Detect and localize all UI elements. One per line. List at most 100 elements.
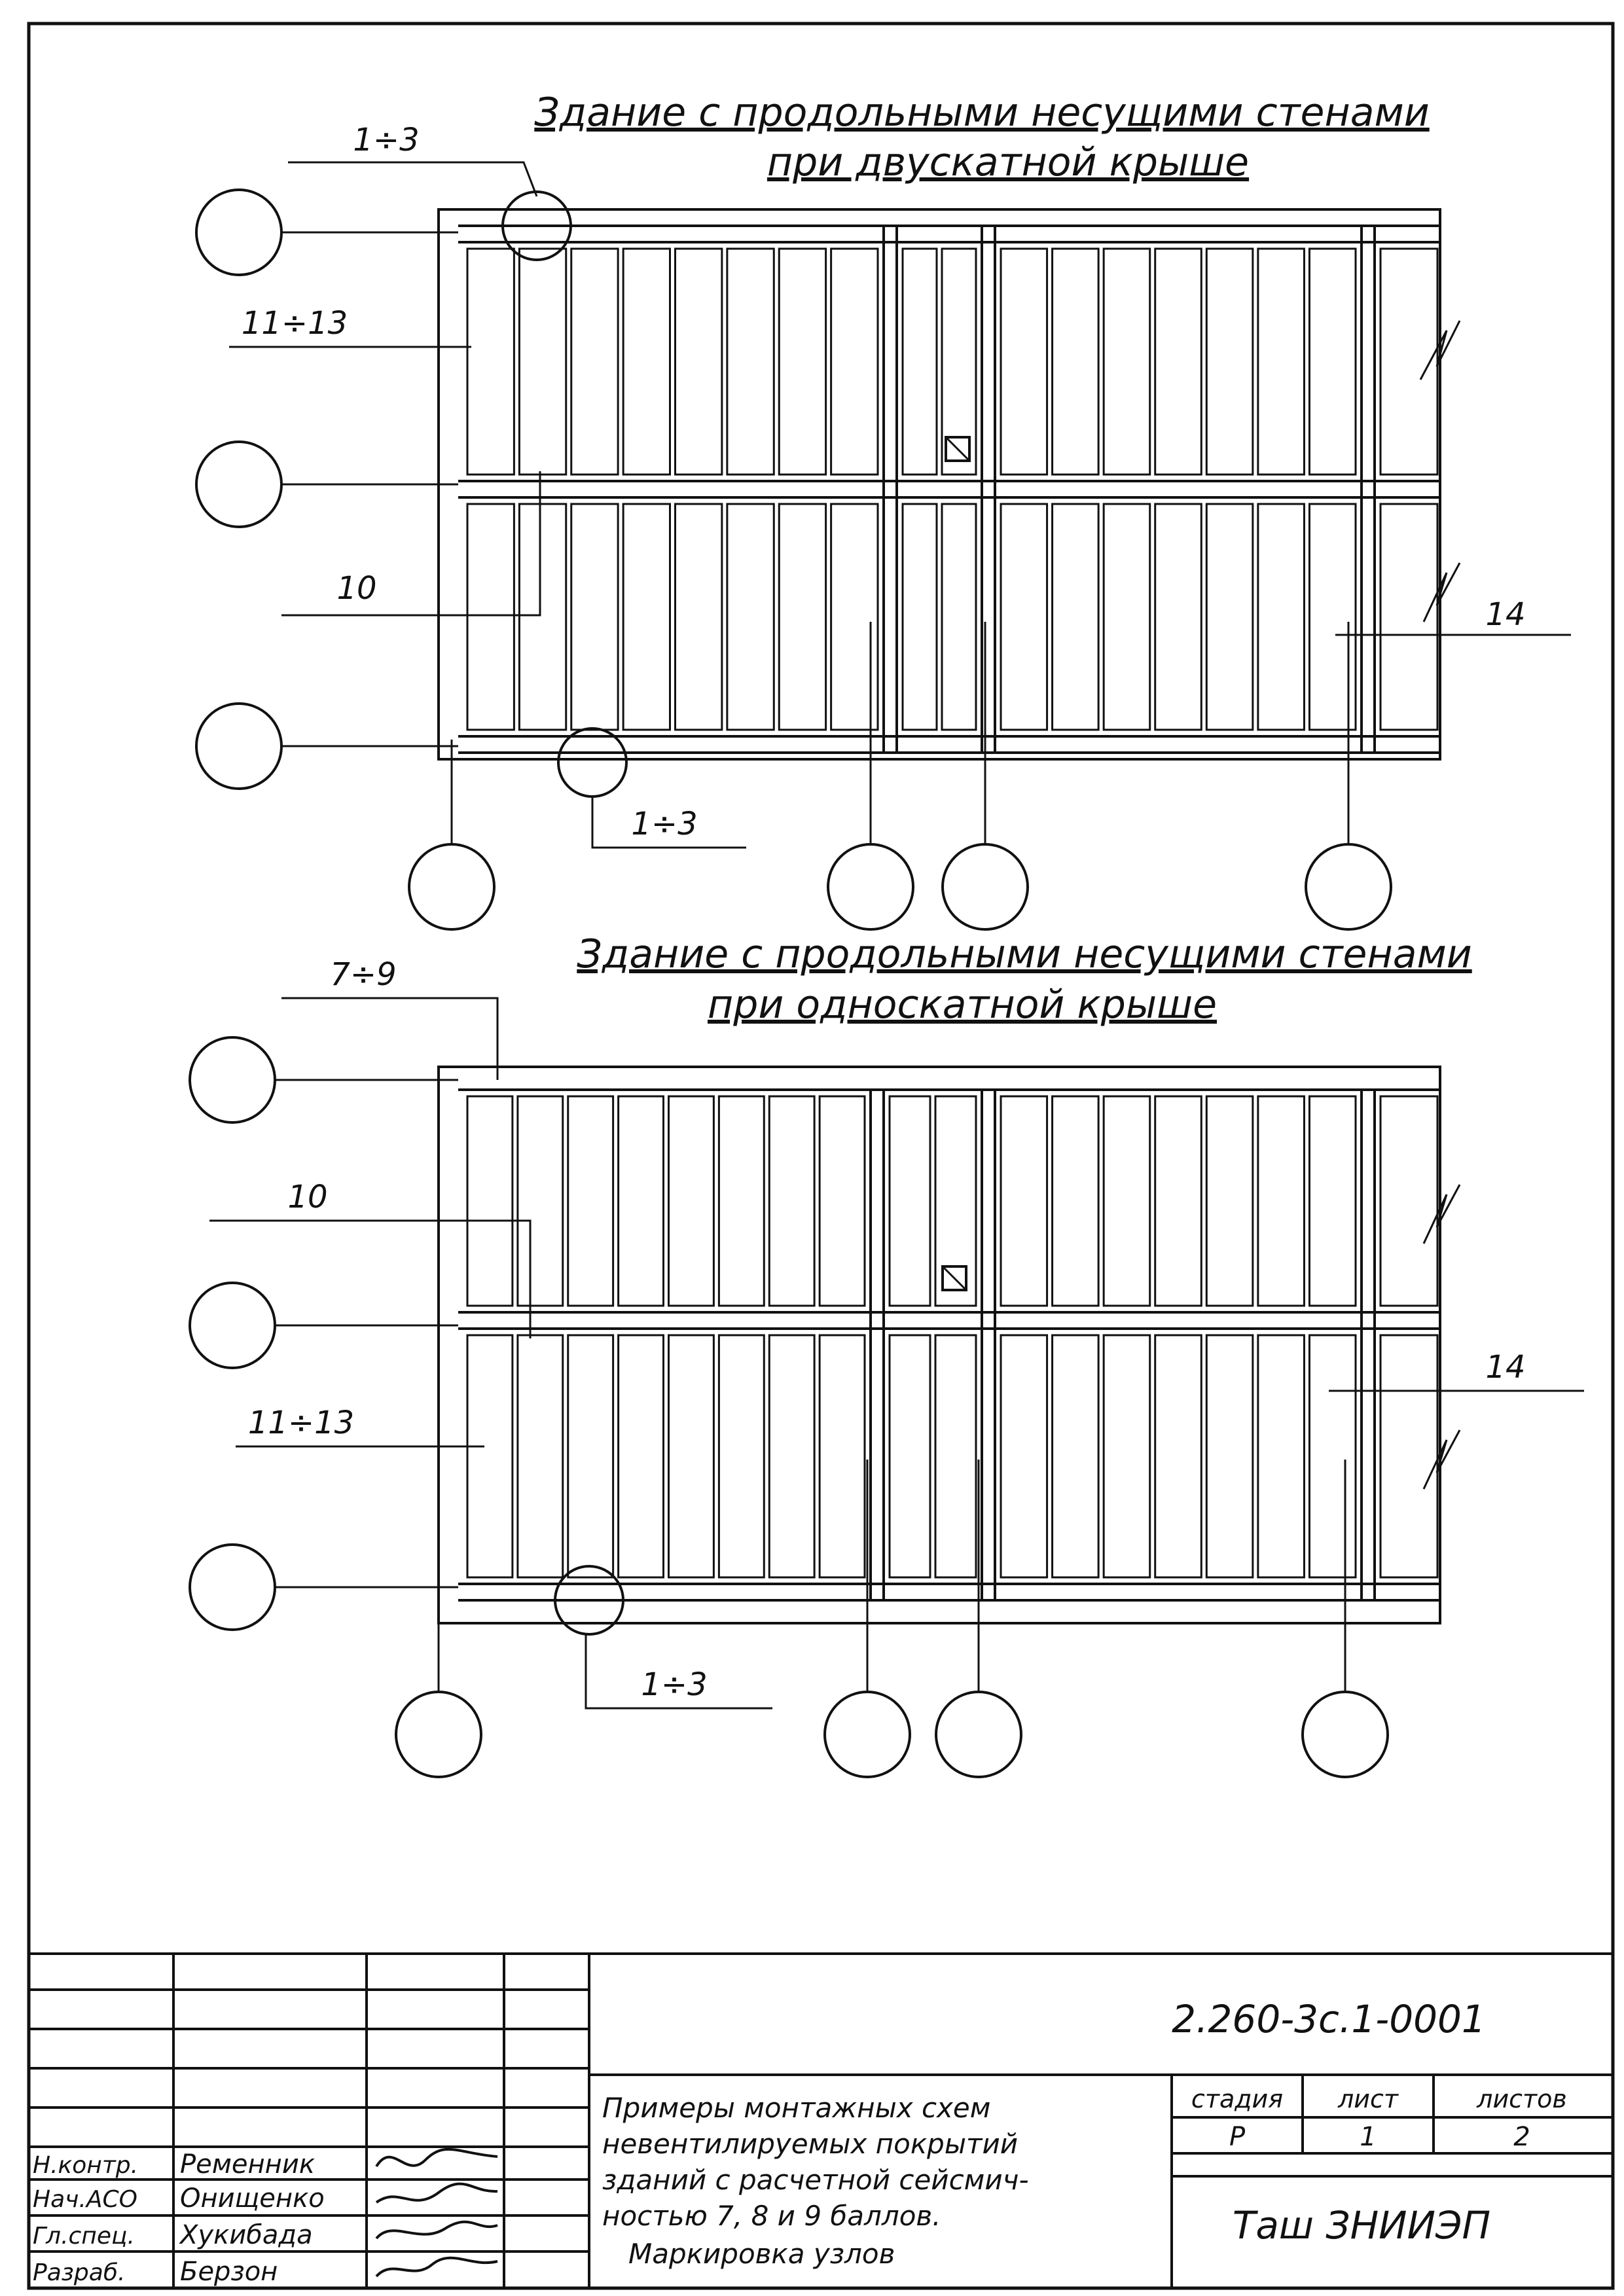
axis-bubble — [195, 440, 283, 528]
roof-panel — [567, 1334, 615, 1579]
roof-panel — [818, 1334, 866, 1579]
roof-hatch-opening — [941, 1265, 967, 1291]
axis-bubble — [1305, 843, 1392, 931]
sheets-value: 2 — [1513, 2122, 1530, 2152]
leader-line — [281, 471, 541, 617]
description-line: невентилируемых покрытий — [602, 2128, 1018, 2160]
axis-bubble — [408, 843, 496, 931]
roof-panel — [1257, 1095, 1305, 1307]
roof-panel — [617, 1334, 664, 1579]
description-line: ностью 7, 8 и 9 баллов. — [602, 2200, 941, 2232]
sheets-header: листов — [1476, 2085, 1567, 2113]
node-circle — [554, 1565, 624, 1636]
axis-bubble — [823, 1691, 911, 1778]
roof-panel — [518, 247, 568, 476]
roof-panel — [768, 1334, 816, 1579]
roof-panel — [466, 503, 515, 731]
roof-panel — [717, 1095, 765, 1307]
leader-line — [585, 1633, 772, 1710]
roof-panel — [570, 503, 619, 731]
roof-panel — [941, 503, 977, 731]
plan-top: Здание с продольными несущими стенами пр… — [195, 90, 1571, 931]
signature — [375, 2147, 498, 2168]
signature — [375, 2182, 498, 2204]
stage-value: Р — [1229, 2122, 1246, 2152]
roof-panel — [567, 1095, 615, 1307]
leader-label: 10 — [287, 1179, 327, 1215]
roof-panel — [726, 247, 775, 476]
leader-line — [591, 795, 746, 849]
roof-panel — [1051, 1334, 1100, 1579]
roof-panel — [726, 503, 775, 731]
roof-panel — [1154, 247, 1202, 476]
roof-panel — [717, 1334, 765, 1579]
roof-panel — [1154, 1334, 1202, 1579]
plan-bottom: Здание с продольными несущими стенами пр… — [189, 931, 1584, 1778]
roof-panel — [941, 247, 977, 476]
roof-hatch-opening — [945, 436, 971, 462]
roof-panel — [1000, 1334, 1049, 1579]
role-name: Ременник — [180, 2149, 315, 2179]
sheet-frame — [27, 22, 1615, 2290]
node-circle — [501, 190, 572, 261]
sheet-value: 1 — [1360, 2122, 1376, 2152]
roof-panel — [1205, 247, 1254, 476]
roof-panel — [1308, 1095, 1357, 1307]
plan-bottom-title-line2: при односкатной крыше — [708, 982, 1217, 1028]
leader-line — [209, 1219, 532, 1338]
roof-panel — [466, 247, 515, 476]
roof-panel — [768, 1095, 816, 1307]
roof-panel — [1257, 503, 1305, 731]
roof-panel — [518, 503, 568, 731]
roof-panel — [570, 247, 619, 476]
roof-panel — [934, 1334, 977, 1579]
role-label: Нач.АСО — [33, 2186, 137, 2213]
plan-bottom-panels — [466, 1095, 1439, 1579]
leader-line — [281, 997, 499, 1080]
role-label: Н.контр. — [33, 2152, 138, 2179]
signature — [375, 2256, 498, 2278]
roof-panel — [1000, 247, 1049, 476]
roof-panel — [1205, 503, 1254, 731]
plan-top-title-line2: при двускатной крыше — [767, 139, 1249, 185]
description-line: Примеры монтажных схем — [602, 2092, 990, 2124]
plan-top-panels — [466, 247, 1439, 731]
roof-panel — [1000, 1095, 1049, 1307]
axis-bubble — [395, 1691, 482, 1778]
roof-panel — [888, 1095, 931, 1307]
roof-panel — [516, 1334, 564, 1579]
roof-panel — [617, 1095, 664, 1307]
roof-panel — [622, 503, 671, 731]
roof-panel — [674, 247, 723, 476]
roof-panel — [466, 1095, 514, 1307]
roof-panel — [1102, 1334, 1151, 1579]
roof-panel — [818, 1095, 866, 1307]
role-name: Онищенко — [180, 2183, 325, 2214]
roof-hatch-opening — [941, 1265, 967, 1291]
roof-panel — [1102, 1095, 1151, 1307]
break-mark — [1419, 320, 1461, 380]
roof-panel — [622, 247, 671, 476]
roof-panel — [1205, 1334, 1254, 1579]
roof-panel — [934, 1095, 977, 1307]
role-label: Разраб. — [33, 2259, 125, 2286]
roof-panel — [668, 1095, 715, 1307]
roof-panel — [1102, 503, 1151, 731]
document-code: 2.260-3с.1-0001 — [1172, 1997, 1486, 2041]
roof-panel — [1051, 1095, 1100, 1307]
node-circle — [557, 727, 628, 798]
roof-panel — [1051, 247, 1100, 476]
roof-panel — [1379, 1095, 1439, 1307]
axis-bubble — [189, 1282, 276, 1369]
axis-bubble — [1301, 1691, 1389, 1778]
axis-bubble — [935, 1691, 1022, 1778]
leader-label: 1÷3 — [353, 122, 419, 158]
roof-panel — [1308, 503, 1357, 731]
description-line: зданий с расчетной сейсмич- — [602, 2164, 1029, 2196]
leader-label: 7÷9 — [330, 956, 396, 993]
roof-panel — [1154, 1095, 1202, 1307]
roof-panel — [830, 503, 879, 731]
leader-line — [288, 161, 538, 197]
break-mark — [1422, 562, 1461, 622]
plan-bottom-outline — [437, 1066, 1441, 1624]
